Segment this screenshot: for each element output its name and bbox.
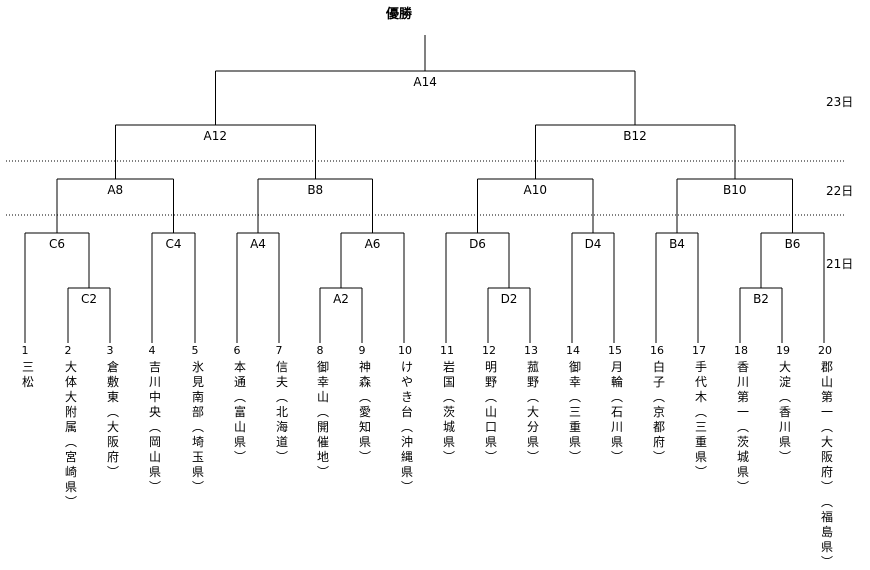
match-label: A10 xyxy=(524,183,547,197)
match-label: C4 xyxy=(165,237,181,251)
team-name: 神森︵愛知県︶ xyxy=(358,360,371,464)
team-number: 5 xyxy=(191,344,199,357)
champion-label: 優勝 xyxy=(386,7,413,22)
team-number: 3 xyxy=(106,344,114,357)
match-label: B2 xyxy=(753,292,769,306)
team-name: けやき台︵沖縄県︶ xyxy=(400,360,413,494)
team-name: 大淀︵香川県︶ xyxy=(778,360,791,464)
match-label: D2 xyxy=(501,292,518,306)
match-label: B12 xyxy=(623,129,647,143)
match-label: A6 xyxy=(365,237,381,251)
team-number: 10 xyxy=(398,344,412,357)
team-name: 明野︵山口県︶ xyxy=(484,360,497,464)
bracket-lines: C2 A2 D2 B2 C6 C4 A4 A6 D6 D4 B4 B6 A8 B8 A10 B10 A12 B12… xyxy=(6,35,846,343)
team-name: 大体大附属︵宮崎県︶ xyxy=(64,360,77,509)
match-label: A12 xyxy=(204,129,227,143)
team-number: 11 xyxy=(440,344,454,357)
team-name: 吉川中央︵岡山県︶ xyxy=(148,360,161,494)
team-name: 白子︵京都府︶ xyxy=(652,360,665,464)
team-name: 岩国︵茨城県︶ xyxy=(442,360,455,464)
team-number: 15 xyxy=(608,344,622,357)
match-label: B4 xyxy=(669,237,685,251)
team-number: 4 xyxy=(148,344,156,357)
team-number: 16 xyxy=(650,344,664,357)
team-number: 8 xyxy=(316,344,324,357)
team-number: 17 xyxy=(692,344,706,357)
team-name: 郡山第一︵大阪府︶︵福島県︶ xyxy=(820,360,833,569)
team-name: 御幸︵三重県︶ xyxy=(568,360,581,464)
tournament-bracket: 優勝 23日 22日 21日 C2 A2 D2 B2 C6 C4 A4 A6 D6 D4 B4 B6 A… xyxy=(6,7,854,569)
team-name: 倉敷東︵大阪府︶ xyxy=(106,360,119,479)
match-label: A8 xyxy=(107,183,123,197)
match-label: D6 xyxy=(469,237,486,251)
team-name: 香川第一︵茨城県︶ xyxy=(736,360,749,494)
team-number: 19 xyxy=(776,344,790,357)
team-name: 御幸山︵開催地︶ xyxy=(316,360,329,479)
match-label: D4 xyxy=(585,237,602,251)
match-label: B6 xyxy=(785,237,801,251)
team-number: 20 xyxy=(818,344,832,357)
match-label: A14 xyxy=(413,75,436,89)
team-number: 2 xyxy=(64,344,72,357)
team-number: 18 xyxy=(734,344,748,357)
team-number: 1 xyxy=(21,344,29,357)
team-name: 氷見南部︵埼玉県︶ xyxy=(191,360,204,494)
team-number: 14 xyxy=(566,344,580,357)
team-name: 信夫︵北海道︶ xyxy=(275,360,288,464)
match-label: A4 xyxy=(250,237,266,251)
match-label: B10 xyxy=(723,183,747,197)
match-label: C6 xyxy=(49,237,65,251)
match-label: C2 xyxy=(81,292,97,306)
match-label: B8 xyxy=(307,183,323,197)
team-name: 菰野︵大分県︶ xyxy=(526,360,539,464)
day-label-23: 23日 xyxy=(826,95,854,109)
team-number: 13 xyxy=(524,344,538,357)
team-number: 9 xyxy=(358,344,366,357)
day-label-21: 21日 xyxy=(826,257,854,271)
team-number: 12 xyxy=(482,344,496,357)
team-name: 本通︵富山県︶ xyxy=(233,360,246,464)
team-name: 月輪︵石川県︶ xyxy=(610,360,623,464)
team-name: 三松 xyxy=(21,360,34,389)
team-number: 6 xyxy=(233,344,241,357)
team-name: 手代木︵三重県︶ xyxy=(694,360,707,479)
match-label: A2 xyxy=(333,292,349,306)
day-label-22: 22日 xyxy=(826,184,854,198)
team-number: 7 xyxy=(275,344,283,357)
